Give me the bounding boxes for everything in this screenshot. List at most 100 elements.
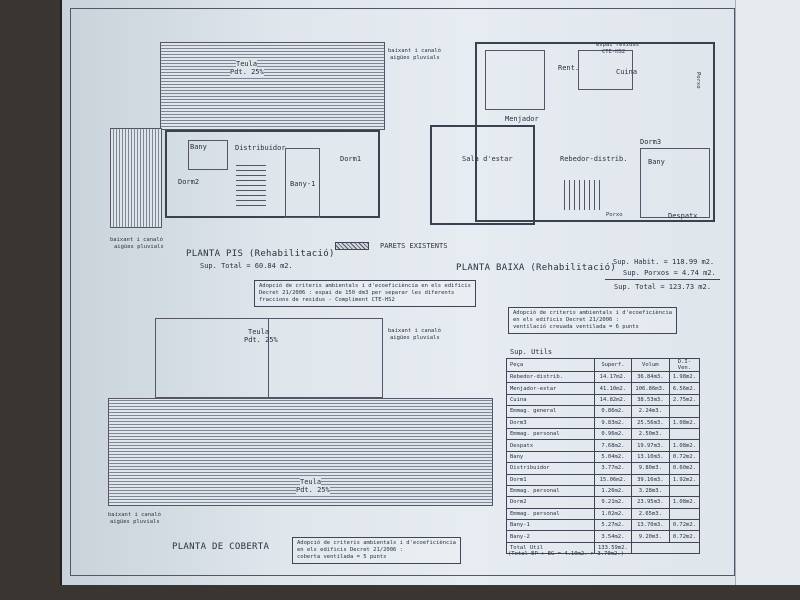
downpipe-label-2: aigües pluvials [110,519,160,525]
roof-label: Teula [300,478,322,486]
col-header: Volum [630,358,670,372]
downpipe-label: baixant i canaló [108,512,161,518]
table-cell: Emmag. personal [506,507,595,521]
room-label: Dorm3 [640,138,662,146]
table-cell: 39.16m3. [630,473,670,486]
table-cell: Bany [506,450,595,464]
table-cell: 0.60m2. [668,462,701,475]
table-cell: 36.84m3. [630,370,670,384]
plan-title: PLANTA DE COBERTA [172,542,270,552]
table-cell: 0.96m2. [594,427,632,441]
table-cell: 5.27m2. [594,519,632,532]
room-label: Distribuidor [235,144,286,152]
table-cell: Distribuidor [506,462,595,475]
room-label: Rebedor-distrib. [560,155,628,163]
table-cell: 3.54m2. [594,530,632,543]
note-line: Adopció de criteris ambientals i d'ecoef… [259,283,471,289]
room-label: Porxo [695,72,701,89]
col-header: D.I-Ven. [668,358,701,372]
table-cell: 2.50m3. [630,427,670,441]
table-cell: Dorm1 [506,473,595,486]
table-cell: 14.17m2. [594,370,632,384]
table-cell: 1.26m2. [594,484,632,498]
table-cell: 9.20m3. [630,530,670,543]
note-line: coberta ventilada = 5 punts [297,554,387,560]
table-cell [630,541,701,555]
plan-area: Sup. Total = 60.84 m2. [200,262,293,270]
note-line: Decret 21/2006 : espai de 150 dm3 per se… [259,290,455,296]
table-cell: 14.82m2. [594,393,632,407]
divider [605,279,720,280]
room-label: Bany-1 [290,180,316,188]
plan-title: PLANTA BAIXA (Rehabilitació) [456,263,617,273]
table-cell: 1.08m2. [668,496,701,509]
stair [236,165,266,210]
table-cell: Rebedor-distrib. [506,370,595,384]
table-cell: Emmag. general [506,405,595,418]
downpipe-label: baixant i canaló [110,237,163,243]
ridge-line [268,318,269,398]
table-cell: 2.65m3. [630,507,670,521]
table-cell: 1.02m2. [594,507,632,521]
table-cell: 41.10m2. [594,382,632,395]
area-porxos: Sup. Porxos = 4.74 m2. [623,269,716,277]
area-total: Sup. Total = 123.73 m2. [614,283,711,291]
table-cell [668,405,701,418]
room-bany [188,140,228,170]
useful-area-table: Peça Superf. Volum D.I-Ven. Rebedor-dist… [506,358,701,555]
table-cell: Despatx [506,439,595,452]
roof-upper-plan [160,42,385,130]
note-line: fraccions de residus - Compliment CTE-HS… [259,297,395,303]
room-menjador [485,50,545,110]
table-cell: 38.53m3. [630,393,670,407]
room-label: Bany [648,158,665,166]
room-label: Dorm1 [340,155,362,163]
upper-floor-walls [165,130,380,218]
table-cell: 13.10m3. [630,450,670,464]
table-cell: 13.70m3. [630,519,670,532]
table-title: Sup. Utils [510,348,553,356]
table-cell: Dorm3 [506,416,595,429]
downpipe-label-2: aigües pluvials [114,244,164,250]
table-cell: Bany-2 [506,530,595,543]
note-line: en els edificis Decret 21/2006 : [297,547,403,553]
room-label: Menjador [505,115,539,123]
table-cell: Bany-1 [506,519,595,532]
table-cell: 3.77m2. [594,462,632,475]
room-label: Sala d'estar [462,155,513,163]
table-cell: 3.28m3. [630,484,670,498]
table-row: Rebedor-distrib.14.17m2.36.84m3.1.98m2. [506,370,701,384]
note-line: ventilació creuada ventilada = 6 punts [513,324,639,330]
table-cell: Menjador-estar [506,382,595,395]
roof-slope: Pdt. 25% [296,486,330,494]
note-line: en els edificis Decret 21/2006 : [513,317,619,323]
roof-label: Teula [236,60,258,68]
area-habitable: Sup. Habit. = 118.99 m2. [613,258,715,266]
table-cell: 9.83m2. [594,416,632,429]
table-cell: 1.92m2. [668,473,701,486]
room-label: Despatx [668,212,698,220]
table-cell: 2.75m2. [668,393,701,407]
drawing-frame [70,8,735,576]
roof-slope: Pdt. 25% [244,336,278,344]
note-line: Adopció de criteris ambientals i d'ecoef… [513,310,672,316]
table-cell: 15.06m2. [594,473,632,486]
room-label: Dorm2 [178,178,200,186]
room-cuina [578,50,633,90]
table-cell: 23.95m3. [630,496,670,509]
col-header: Peça [506,358,595,372]
roof-slope: Pdt. 25% [230,68,264,76]
table-cell: 19.97m3. [630,439,670,452]
total-value: 133.59m2. [594,541,632,555]
table-cell: 1.08m2. [668,416,701,429]
downpipe-label-2: aigües pluvials [390,335,440,341]
living-room-walls [430,125,535,225]
table-cell [668,507,701,521]
